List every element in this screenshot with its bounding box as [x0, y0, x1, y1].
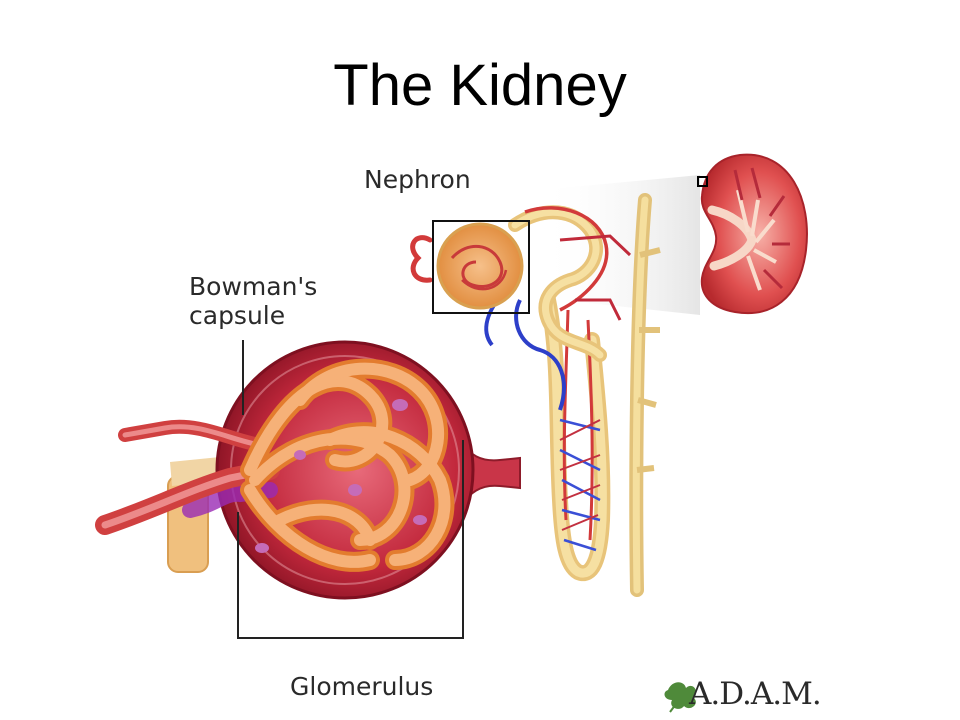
nephron-zoom-box	[432, 220, 530, 314]
kidney-cross-section	[700, 153, 808, 315]
bowmans-capsule-label: Bowman's capsule	[189, 272, 318, 330]
nephron-glomerulus-small	[436, 222, 524, 310]
glomerulus-capillaries	[240, 358, 455, 572]
adam-logo-text: A.D.A.M.	[689, 676, 822, 712]
kidney-zoom-box	[697, 176, 708, 187]
glomerulus-label: Glomerulus	[290, 672, 434, 701]
adam-logo-mark	[664, 682, 697, 713]
collecting-duct	[629, 193, 661, 597]
slide-title: The Kidney	[333, 53, 627, 118]
leader-lines	[237, 340, 464, 639]
nephron-label: Nephron	[364, 165, 471, 194]
nephron-tubules	[410, 205, 632, 411]
arterioles	[95, 419, 280, 535]
